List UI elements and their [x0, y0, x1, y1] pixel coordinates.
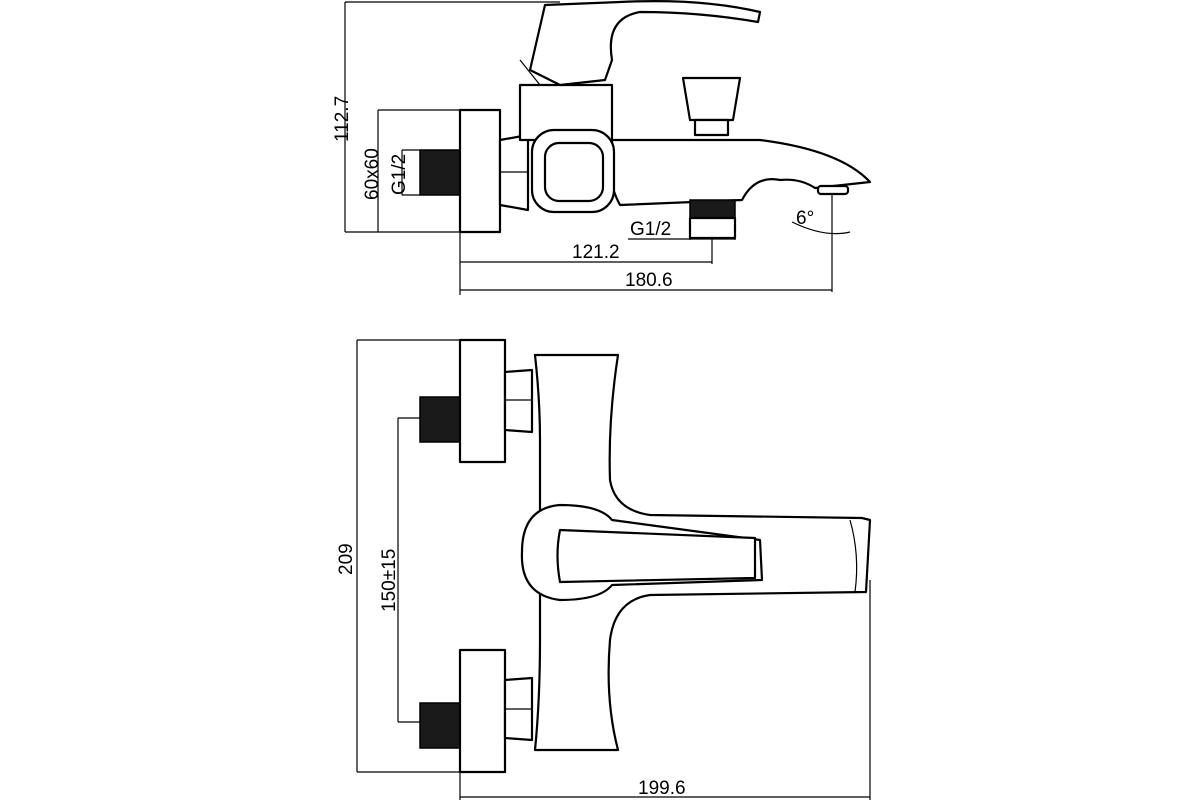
faucet-side-shape [419, 0, 872, 240]
dim-depth-199-6: 199.6 [638, 778, 686, 799]
dim-plate-60x60: 60x60 [362, 148, 383, 200]
dimension-lines-top [356, 339, 871, 800]
faucet-top-shape [419, 338, 872, 774]
dim-outlet-g1-2: G1/2 [630, 219, 671, 240]
side-view: 112.7 60x60 G1/2 G1/2 121.2 180.6 6° [332, 0, 872, 295]
dim-spacing-150: 150±15 [379, 549, 400, 612]
dim-angle-6: 6° [796, 208, 814, 229]
dim-180-6: 180.6 [625, 270, 673, 291]
top-view: 209 150±15 199.6 [336, 338, 872, 800]
dim-height-112-7: 112.7 [332, 96, 353, 142]
dim-121-2: 121.2 [572, 242, 620, 263]
dim-inlet-g1-2: G1/2 [389, 154, 410, 195]
dim-width-209: 209 [336, 543, 357, 575]
